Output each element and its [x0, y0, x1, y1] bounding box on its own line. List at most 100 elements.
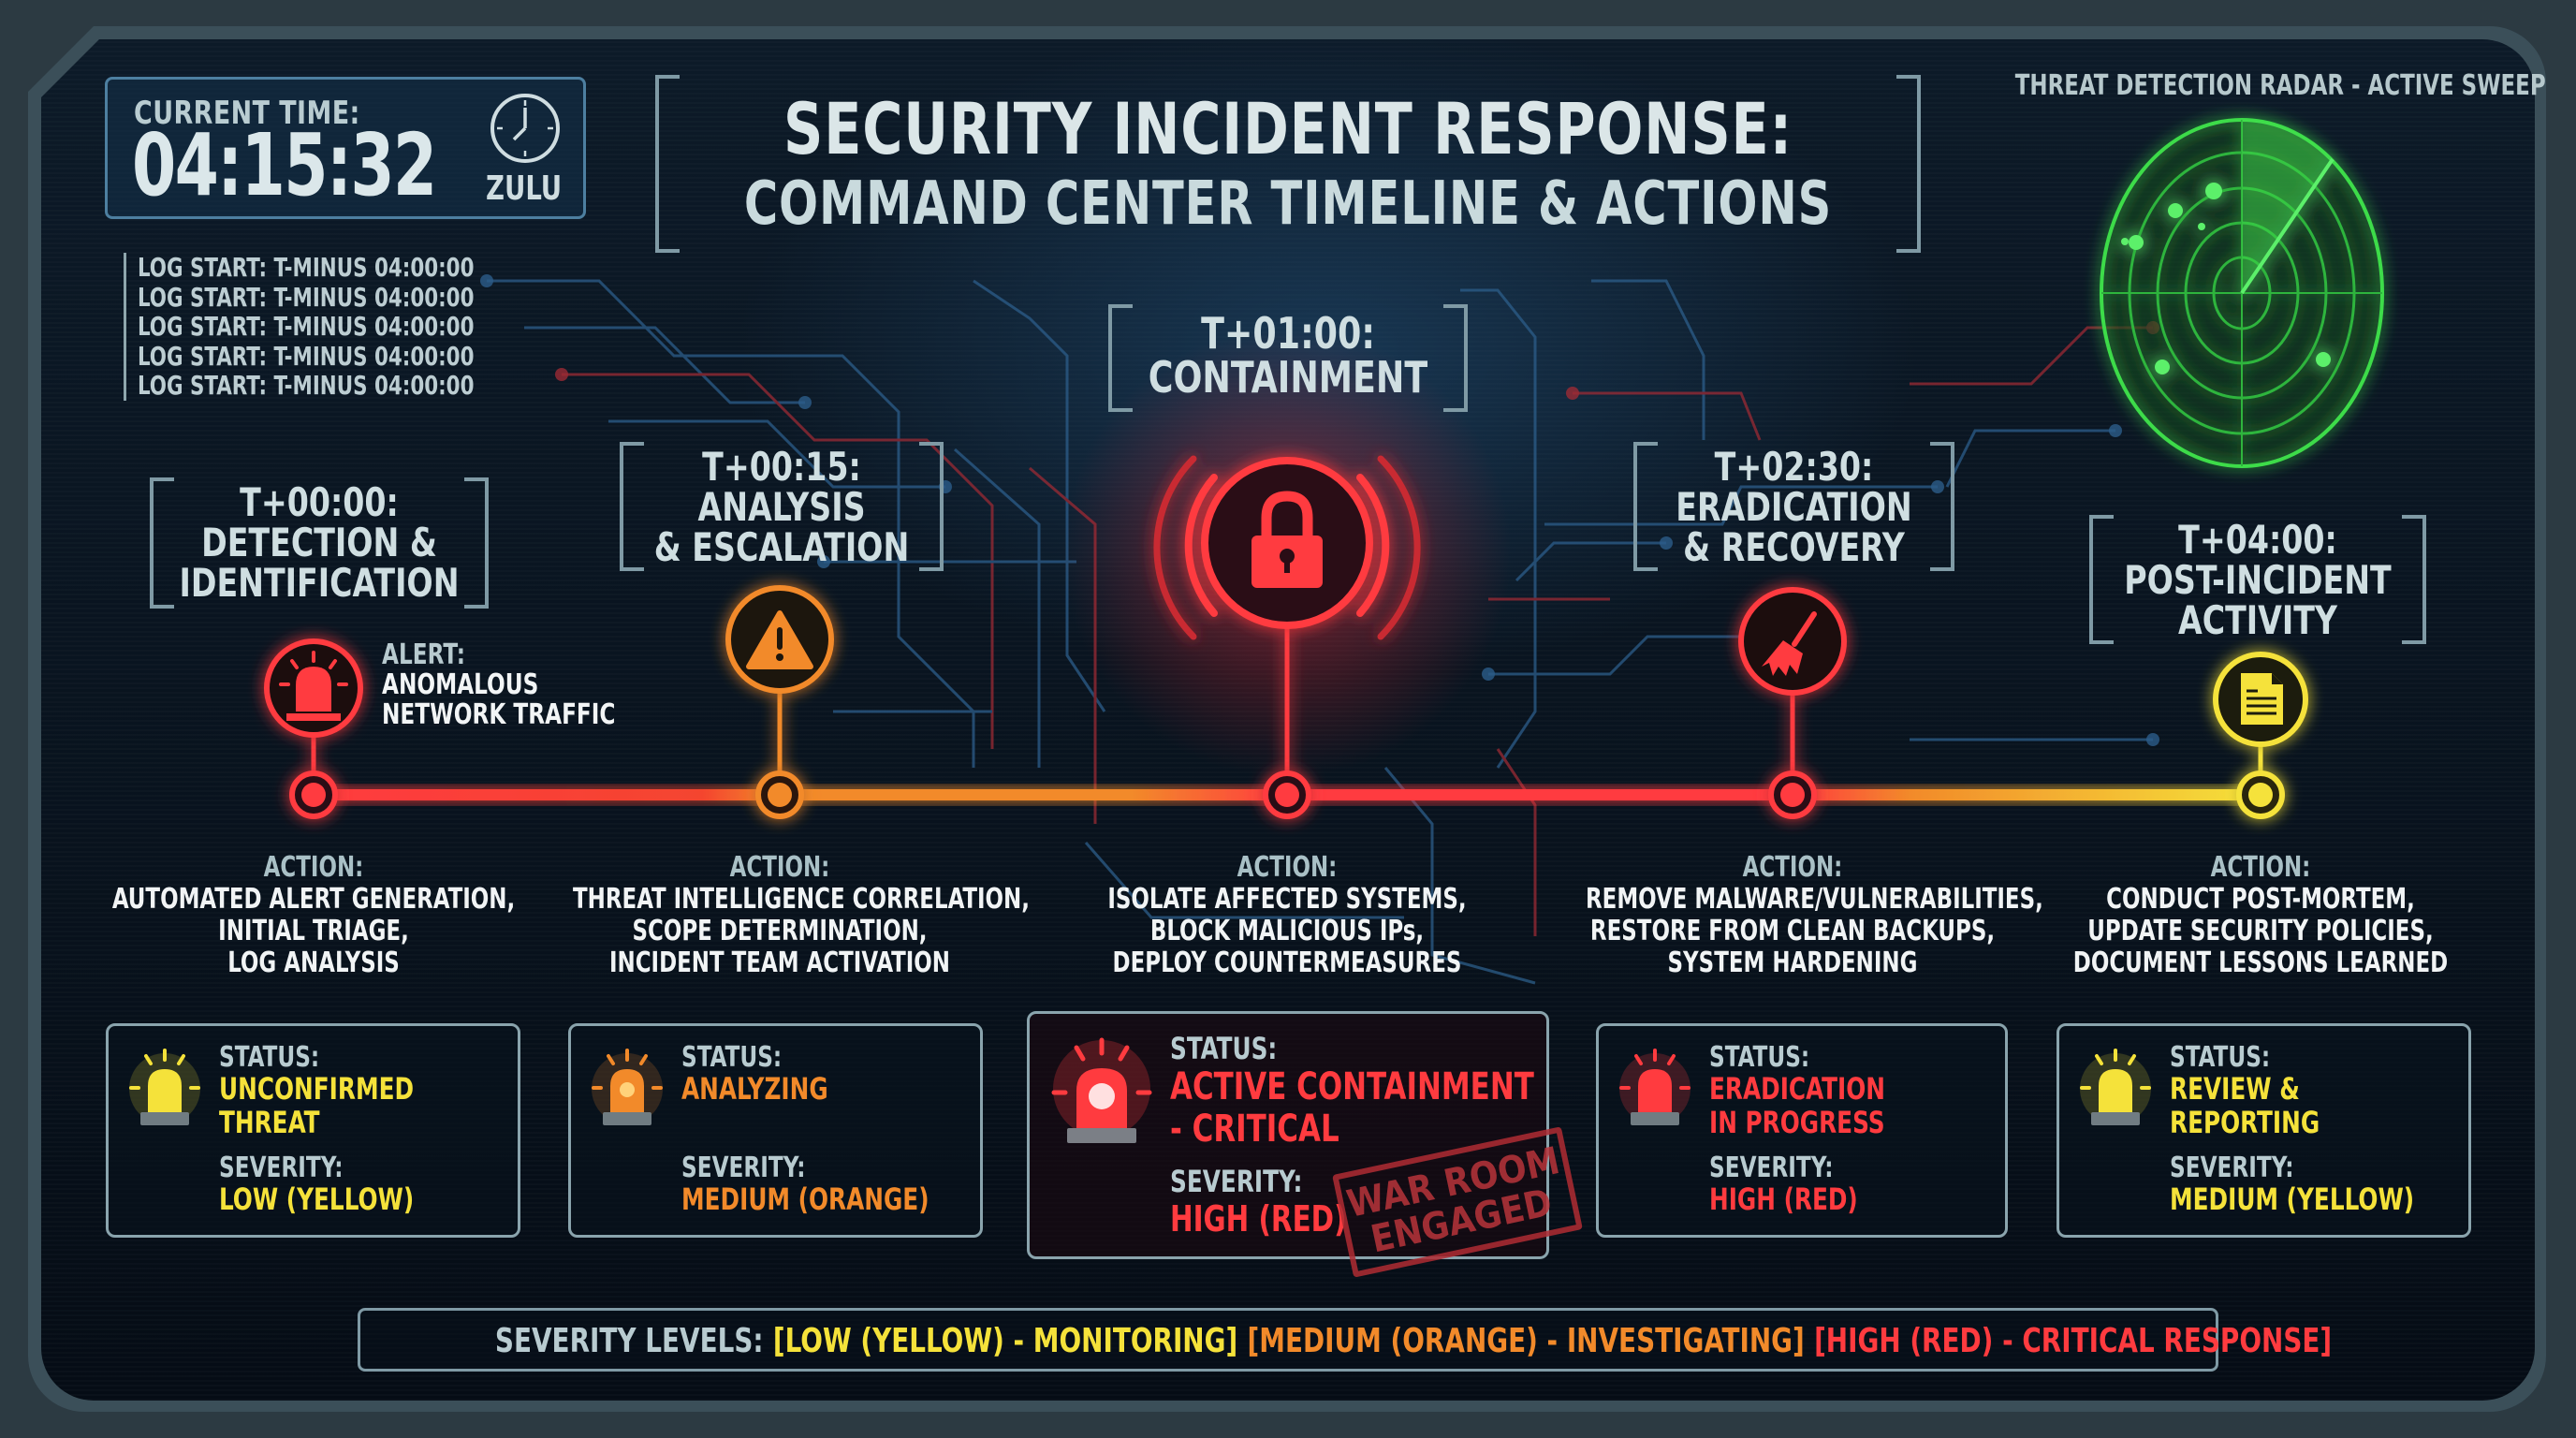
action-analysis: ACTION: THREAT INTELLIGENCE CORRELATION,… [536, 851, 1030, 979]
status-value: ACTIVE CONTAINMENT - CRITICAL [1170, 1066, 1534, 1151]
status-label: STATUS: [2170, 1041, 2271, 1074]
action-line: SYSTEM HARDENING [1667, 946, 1918, 979]
action-line: UPDATE SECURITY POLICIES, [2087, 915, 2434, 947]
phase-time: T+01:00: [1201, 308, 1375, 359]
bracket-left [620, 442, 644, 571]
action-line: INITIAL TRIAGE, [218, 915, 409, 947]
bracket-left [1633, 442, 1658, 571]
severity-label: SEVERITY: [219, 1152, 344, 1184]
beacon-light-icon [592, 1049, 663, 1125]
action-line: INCIDENT TEAM ACTIVATION [608, 946, 950, 979]
severity-value: MEDIUM (YELLOW) [2170, 1181, 2415, 1217]
action-post-incident: ACTION: CONDUCT POST-MORTEM, UPDATE SECU… [2017, 852, 2504, 979]
current-time-label: CURRENT TIME: [134, 95, 360, 132]
severity-label: SEVERITY: [1709, 1152, 1834, 1184]
status-line: THREAT [219, 1104, 320, 1140]
phase-name-line: DETECTION & [201, 519, 437, 565]
title-bracket-right [1896, 75, 1921, 253]
alert-line: ANOMALOUS [382, 668, 539, 701]
phase-header-detection[interactable]: T+00:00: DETECTION & IDENTIFICATION [150, 477, 489, 609]
action-eradication: ACTION: REMOVE MALWARE/VULNERABILITIES, … [1549, 852, 2043, 979]
action-label: ACTION: [263, 851, 364, 884]
phase-name-line: IDENTIFICATION [179, 559, 460, 606]
severity-value: LOW (YELLOW) [219, 1181, 415, 1217]
status-line: ANALYZING [681, 1071, 828, 1107]
radar-label: THREAT DETECTION RADAR - ACTIVE SWEEP [2014, 69, 2546, 102]
log-line: LOG START: T-MINUS 04:00:00 [138, 281, 475, 313]
action-label: ACTION: [1237, 851, 1338, 884]
severity-label: SEVERITY: [1170, 1164, 1303, 1199]
severity-label: SEVERITY: [681, 1152, 806, 1184]
beacon-light-icon [129, 1049, 200, 1125]
status-card-containment[interactable]: STATUS: ACTIVE CONTAINMENT - CRITICAL SE… [1027, 1011, 1549, 1259]
status-line: UNCONFIRMED [219, 1071, 415, 1107]
action-line: LOG ANALYSIS [227, 946, 400, 979]
status-card-detection[interactable]: STATUS: UNCONFIRMED THREAT SEVERITY: LOW… [106, 1023, 520, 1238]
beacon-light-icon [2080, 1049, 2151, 1125]
status-line: REVIEW & [2170, 1071, 2300, 1107]
log-list: LOG START: T-MINUS 04:00:00 LOG START: T… [124, 253, 534, 401]
log-line: LOG START: T-MINUS 04:00:00 [138, 340, 475, 372]
status-line: - CRITICAL [1170, 1107, 1339, 1151]
severity-value: HIGH (RED) [1170, 1198, 1347, 1240]
action-line: CONDUCT POST-MORTEM, [2106, 883, 2415, 916]
status-label: STATUS: [219, 1041, 320, 1074]
bracket-left [2089, 515, 2114, 644]
severity-value: HIGH (RED) [1709, 1181, 1858, 1217]
phase-time: T+04:00: [2178, 517, 2337, 563]
action-label: ACTION: [729, 851, 830, 884]
current-time-panel: CURRENT TIME: 04:15:32 ZULU [105, 77, 586, 219]
legend-item-high: [HIGH (RED) - CRITICAL RESPONSE] [1814, 1322, 2333, 1360]
current-time-value: 04:15:32 [132, 115, 437, 215]
action-line: DEPLOY COUNTERMEASURES [1112, 946, 1462, 979]
phase-name-line: & ESCALATION [653, 523, 910, 570]
status-value: REVIEW & REPORTING [2170, 1071, 2320, 1140]
status-label: STATUS: [1709, 1041, 1810, 1074]
status-line: ERADICATION [1709, 1071, 1885, 1107]
status-line: ACTIVE CONTAINMENT [1170, 1065, 1534, 1108]
action-label: ACTION: [2210, 851, 2311, 884]
action-line: THREAT INTELLIGENCE CORRELATION, [573, 883, 1030, 916]
action-line: AUTOMATED ALERT GENERATION, [111, 883, 516, 916]
log-line: LOG START: T-MINUS 04:00:00 [138, 311, 475, 342]
title-line-1: SECURITY INCIDENT RESPONSE: [783, 87, 1793, 170]
bracket-right [1930, 442, 1954, 571]
severity-label: SEVERITY: [2170, 1152, 2294, 1184]
severity-value: MEDIUM (ORANGE) [681, 1181, 929, 1217]
status-card-post-incident[interactable]: STATUS: REVIEW & REPORTING SEVERITY: MED… [2056, 1023, 2471, 1238]
status-label: STATUS: [1170, 1031, 1278, 1066]
legend-label: SEVERITY LEVELS: [494, 1322, 764, 1360]
action-containment: ACTION: ISOLATE AFFECTED SYSTEMS, BLOCK … [1044, 852, 1530, 979]
phase-header-post-incident[interactable]: T+04:00: POST-INCIDENT ACTIVITY [2089, 515, 2426, 644]
status-card-eradication[interactable]: STATUS: ERADICATION IN PROGRESS SEVERITY… [1596, 1023, 2008, 1238]
clock-icon [490, 94, 560, 163]
status-label: STATUS: [681, 1041, 783, 1074]
beacon-light-icon [1619, 1049, 1690, 1125]
legend-item-low: [LOW (YELLOW) - MONITORING] [772, 1322, 1238, 1360]
phase-header-eradication[interactable]: T+02:30: ERADICATION & RECOVERY [1633, 442, 1954, 571]
phase-name-line: ACTIVITY [2177, 596, 2338, 643]
status-line: IN PROGRESS [1709, 1104, 1885, 1140]
status-line: REPORTING [2170, 1104, 2320, 1140]
alert-line: NETWORK TRAFFIC [382, 698, 616, 731]
alert-note: ALERT: ANOMALOUS NETWORK TRAFFIC [382, 640, 615, 730]
phase-header-analysis[interactable]: T+00:15: ANALYSIS & ESCALATION [620, 442, 944, 571]
action-line: RESTORE FROM CLEAN BACKUPS, [1589, 915, 1996, 947]
action-line: ISOLATE AFFECTED SYSTEMS, [1107, 883, 1467, 916]
legend-item-medium: [MEDIUM (ORANGE) - INVESTIGATING] [1247, 1322, 1805, 1360]
phase-header-containment[interactable]: T+01:00: CONTAINMENT [1108, 304, 1468, 412]
action-line: REMOVE MALWARE/VULNERABILITIES, [1586, 883, 2043, 916]
beacon-light-icon [1051, 1037, 1152, 1143]
action-line: BLOCK MALICIOUS IPs, [1149, 915, 1425, 947]
page-title: SECURITY INCIDENT RESPONSE: COMMAND CENT… [655, 75, 1921, 253]
action-line: DOCUMENT LESSONS LEARNED [2072, 946, 2449, 979]
status-value: ANALYZING [681, 1071, 828, 1107]
phase-time: T+02:30: [1714, 444, 1874, 490]
title-line-2: COMMAND CENTER TIMELINE & ACTIONS [743, 169, 1833, 239]
status-card-analysis[interactable]: STATUS: ANALYZING SEVERITY: MEDIUM (ORAN… [568, 1023, 983, 1238]
status-value: ERADICATION IN PROGRESS [1709, 1071, 1885, 1140]
phase-name-line: POST-INCIDENT [2124, 556, 2392, 603]
status-value: UNCONFIRMED THREAT [219, 1071, 415, 1140]
phase-name-line: CONTAINMENT [1148, 351, 1428, 403]
action-detection: ACTION: AUTOMATED ALERT GENERATION, INIT… [70, 852, 557, 979]
